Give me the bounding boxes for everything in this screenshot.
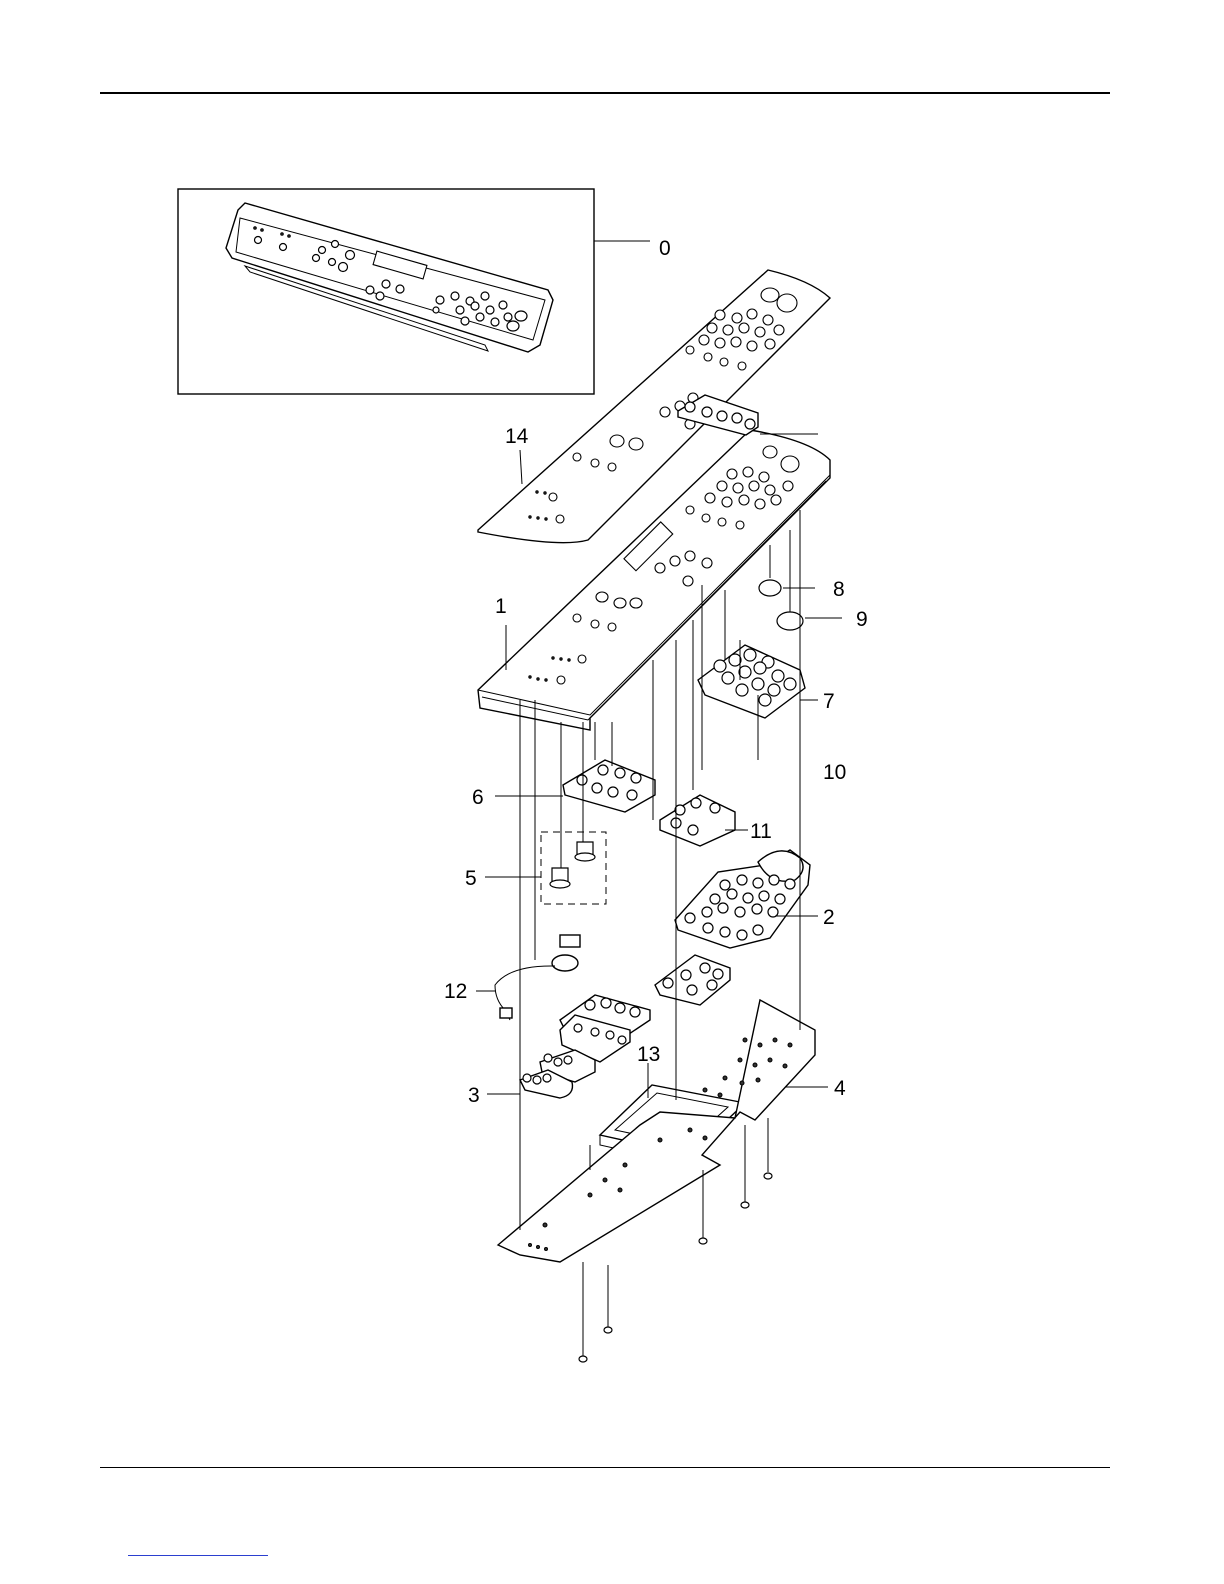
mode-keys-rubber <box>660 795 748 846</box>
callout-2: 2 <box>823 906 835 929</box>
callout-6: 6 <box>472 786 484 809</box>
copy-keys-rubber <box>495 760 655 812</box>
callout-8: 8 <box>833 578 845 601</box>
main-pcb <box>498 1000 828 1262</box>
assembled-panel-inset <box>178 189 650 394</box>
main-rubber-keypad <box>675 850 818 948</box>
callout-12: 12 <box>444 980 467 1003</box>
callout-10: 10 <box>823 761 846 784</box>
callout-9: 9 <box>856 608 868 631</box>
callout-11: 11 <box>750 820 772 843</box>
callout-13: 13 <box>637 1043 660 1066</box>
callout-5: 5 <box>465 867 477 890</box>
callout-7: 7 <box>823 690 835 713</box>
callout-1: 1 <box>495 595 507 618</box>
led-lenses <box>485 832 606 904</box>
callout-4: 4 <box>834 1077 846 1100</box>
callout-3: 3 <box>468 1084 480 1107</box>
sensor-cable <box>476 935 580 1020</box>
callout-14: 14 <box>505 425 529 448</box>
lower-rubber-keypads <box>487 955 730 1098</box>
callout-0: 0 <box>659 237 671 260</box>
